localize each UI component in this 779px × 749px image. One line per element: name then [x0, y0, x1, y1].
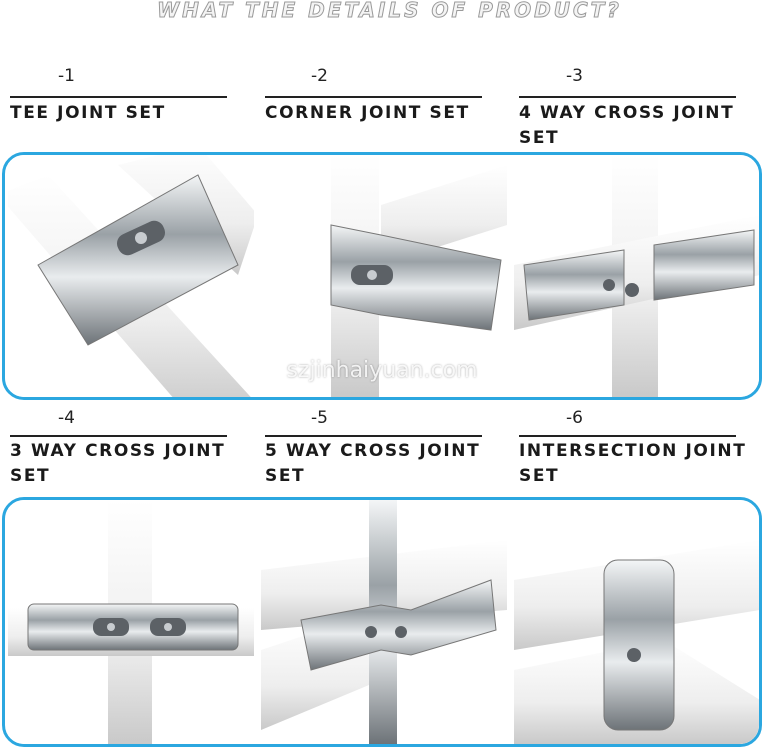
- product-number-5: -5: [311, 408, 328, 428]
- divider-5: [265, 435, 482, 437]
- product-number-4: -4: [58, 408, 75, 428]
- divider-2: [265, 96, 482, 98]
- three-way-cross-photo: [8, 500, 254, 744]
- divider-6: [519, 435, 736, 437]
- product-number-6: -6: [566, 408, 583, 428]
- photo-panel-bottom: [2, 497, 762, 747]
- product-title-2: CORNER JOINT SET: [265, 103, 470, 123]
- product-title-3: 4 WAY CROSS JOINT SET: [519, 103, 735, 148]
- divider-1: [10, 96, 227, 98]
- divider-4: [10, 435, 227, 437]
- photo-panel-top: szjinhaiyuan.com: [2, 152, 762, 400]
- product-number-1: -1: [58, 66, 75, 86]
- four-way-cross-photo: [514, 155, 759, 397]
- product-title-1: TEE JOINT SET: [10, 103, 166, 123]
- page-banner: WHAT THE DETAILS OF PRODUCT?: [157, 0, 622, 22]
- product-number-3: -3: [566, 66, 583, 86]
- product-number-2: -2: [311, 66, 328, 86]
- five-way-cross-photo: [261, 500, 507, 744]
- tee-joint-photo: [8, 155, 254, 397]
- product-title-5: 5 WAY CROSS JOINT SET: [265, 441, 481, 486]
- corner-joint-photo: [261, 155, 507, 397]
- watermark: szjinhaiyuan.com: [286, 358, 478, 383]
- divider-3: [519, 96, 736, 98]
- product-title-6: INTERSECTION JOINT SET: [519, 441, 747, 486]
- product-title-4: 3 WAY CROSS JOINT SET: [10, 441, 226, 486]
- intersection-joint-photo: [514, 500, 759, 744]
